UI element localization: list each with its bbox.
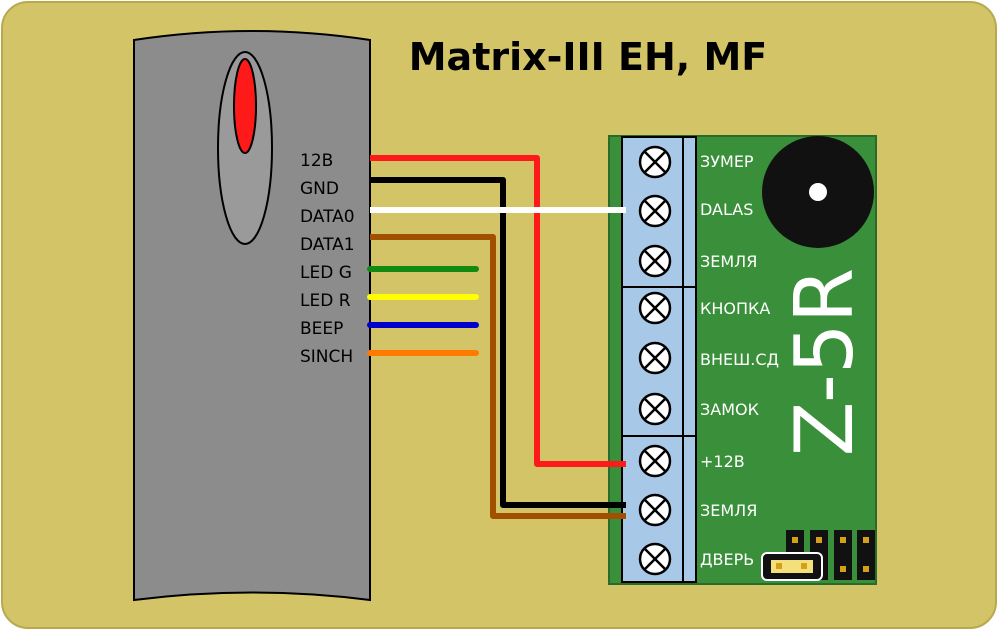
terminal-label-plus-12v: +12В: [700, 452, 745, 471]
screw-zemlya-2: [638, 493, 672, 527]
reader-led-icon: [233, 58, 257, 154]
pin-label-data0: DATA0: [300, 207, 355, 227]
wire-gnd: [370, 177, 626, 508]
controller-name: Z-5R: [778, 268, 871, 457]
reader-pin-labels: 12В GND DATA0 DATA1 LED G LED R BEEP SIN…: [300, 151, 355, 367]
terminal-label-dalas: DALAS: [700, 200, 753, 219]
terminal-label-zemlya-1: ЗЕМЛЯ: [700, 252, 757, 271]
terminal-label-vnesh-sd: ВНЕШ.СД: [700, 350, 779, 369]
terminal-label-zamok: ЗАМОК: [700, 400, 760, 419]
reader-body: [133, 30, 371, 602]
pin-label-gnd: GND: [300, 179, 339, 199]
screw-zemlya-1: [638, 244, 672, 278]
terminal-label-knopka: КНОПКА: [700, 299, 770, 318]
pin-label-sinch: SINCH: [300, 347, 353, 367]
screw-vnesh-sd: [638, 341, 672, 375]
terminal-label-dver: ДВЕРЬ: [700, 550, 754, 569]
screw-dver: [638, 542, 672, 576]
pin-label-led-g: LED G: [300, 263, 352, 283]
terminal-screws: [638, 145, 672, 576]
buzzer-hole: [809, 183, 827, 201]
screw-dalas: [638, 194, 672, 228]
screw-zamok: [638, 392, 672, 426]
screw-plus-12v: [638, 444, 672, 478]
terminal-label-zumer: ЗУМЕР: [700, 152, 754, 171]
pin-label-12v: 12В: [300, 151, 333, 171]
wire-12v: [370, 155, 626, 467]
wire-data1: [370, 234, 626, 519]
screw-knopka: [638, 291, 672, 325]
pin-label-led-r: LED R: [300, 291, 351, 311]
pin-label-beep: BEEP: [300, 319, 343, 339]
pin-label-data1: DATA1: [300, 235, 355, 255]
screw-zumer: [638, 145, 672, 179]
wires: [367, 155, 626, 519]
jumper-header: [761, 530, 875, 581]
terminal-labels: ЗУМЕР DALAS ЗЕМЛЯ КНОПКА ВНЕШ.СД ЗАМОК +…: [700, 152, 779, 569]
diagram-title: Matrix-III EH, MF: [409, 35, 768, 79]
terminal-label-zemlya-2: ЗЕМЛЯ: [700, 501, 757, 520]
